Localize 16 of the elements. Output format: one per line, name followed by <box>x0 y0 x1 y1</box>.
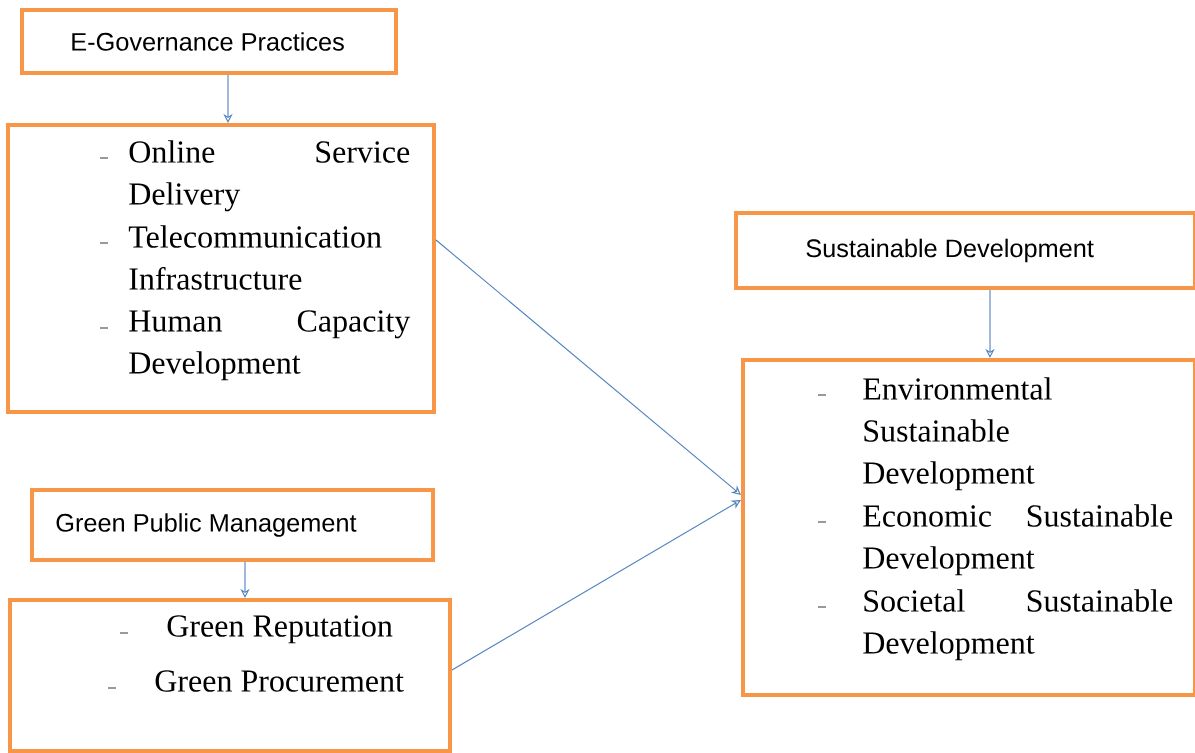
list-item: Human Capacity Development <box>129 310 411 381</box>
heading-box: Green Public Management <box>29 488 436 562</box>
list-box <box>6 123 436 414</box>
list-item: Telecommunication Infrastructure <box>128 225 382 290</box>
list-box <box>8 598 452 753</box>
list-box <box>741 358 1195 697</box>
list-item: Online Service Delivery <box>129 140 410 212</box>
list-item: Societal Sustainable Development <box>863 589 1173 661</box>
list-item: Environmental Sustainable Development <box>863 377 1052 491</box>
list-item: Economic Sustainable Development <box>863 504 1173 576</box>
list-item: Green Procurement <box>155 670 404 692</box>
list-item: Green Reputation <box>167 615 393 644</box>
arrow <box>451 500 741 671</box>
heading-box: E-Governance Practices <box>20 8 398 75</box>
arrow <box>435 239 741 495</box>
heading-box: Sustainable Development <box>734 211 1195 290</box>
